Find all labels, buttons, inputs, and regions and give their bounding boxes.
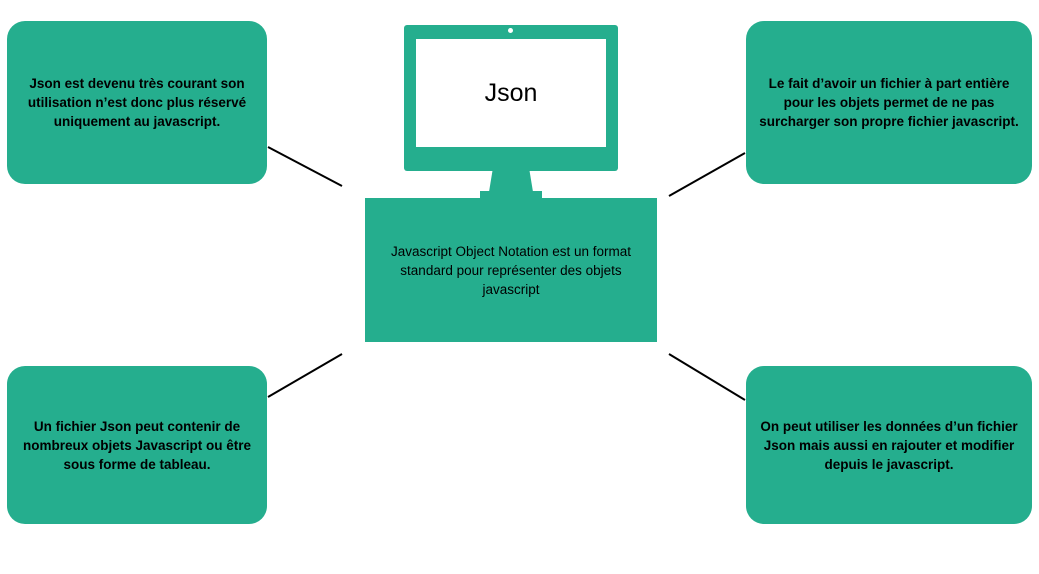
- monitor-screen: Json: [416, 39, 606, 147]
- monitor-foot: [480, 191, 542, 199]
- monitor-camera-icon: [508, 28, 513, 33]
- info-box-top-left-text: Json est devenu très courant son utilisa…: [27, 76, 247, 129]
- connector-top-right: [668, 152, 746, 197]
- monitor-stand-box: Javascript Object Notation est un format…: [365, 198, 657, 342]
- info-box-bottom-right: On peut utiliser les données d’un fichie…: [746, 366, 1032, 524]
- info-box-bottom-left-text: Un fichier Json peut contenir de nombreu…: [22, 418, 252, 472]
- connector-bottom-left: [267, 353, 343, 398]
- info-box-top-left: Json est devenu très courant son utilisa…: [7, 21, 267, 184]
- monitor-screen-label: Json: [484, 78, 538, 107]
- info-box-bottom-left: Un fichier Json peut contenir de nombreu…: [7, 366, 267, 524]
- info-box-top-right: Le fait d’avoir un fichier à part entièr…: [746, 21, 1032, 184]
- info-box-top-right-text: Le fait d’avoir un fichier à part entièr…: [759, 76, 1019, 129]
- info-box-bottom-right-text: On peut utiliser les données d’un fichie…: [760, 418, 1018, 472]
- connector-bottom-right: [668, 353, 746, 401]
- central-description: Javascript Object Notation est un format…: [390, 243, 632, 297]
- connector-top-left: [267, 146, 343, 187]
